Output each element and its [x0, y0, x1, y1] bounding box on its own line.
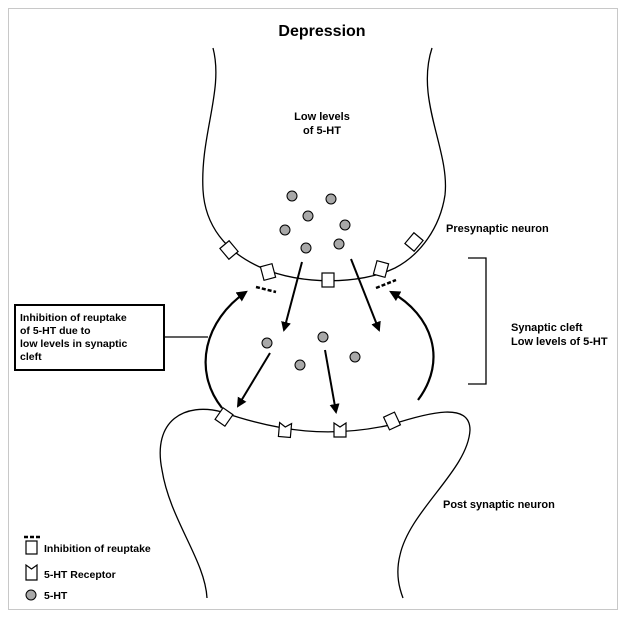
inhibition-dash-right	[375, 278, 397, 290]
presynaptic-transporter	[404, 231, 424, 253]
serotonin-dot	[294, 359, 306, 371]
reuptake-arrow-left	[204, 290, 248, 409]
synaptic-cleft-label-line2: Low levels of 5-HT	[511, 336, 608, 348]
synaptic-cleft-bracket	[468, 257, 487, 385]
serotonin-dot	[349, 351, 361, 363]
serotonin-dot	[333, 238, 345, 250]
postsynaptic-receptor	[214, 406, 234, 428]
inhibition-callout-line4: cleft	[20, 351, 42, 363]
legend-serotonin-label: 5-HT	[44, 590, 68, 602]
legend-inhibition-label: Inhibition of reuptake	[44, 543, 151, 555]
synaptic-cleft-label-line1: Synaptic cleft	[511, 322, 583, 334]
postsynaptic-receptor	[277, 421, 293, 439]
binding-arrow-left	[236, 352, 271, 408]
postsynaptic-receptor	[382, 411, 402, 431]
presynaptic-neuron-label: Presynaptic neuron	[446, 223, 549, 235]
serotonin-dot	[286, 190, 298, 202]
serotonin-dot	[261, 337, 273, 349]
release-arrow-left	[281, 261, 303, 332]
diagram-title: Depression	[278, 23, 365, 40]
presynaptic-transporter	[321, 272, 335, 288]
postsynaptic-neuron-label: Post synaptic neuron	[443, 499, 555, 511]
inhibition-dash-left	[255, 285, 277, 294]
serotonin-dot	[339, 219, 351, 231]
postsynaptic-receptor	[333, 421, 347, 438]
legend-receptor-icon	[25, 563, 38, 581]
inhibition-callout-line3: low levels in synaptic	[20, 338, 128, 350]
reuptake-arrow-right	[389, 290, 435, 401]
legend-transporter-icon	[25, 540, 38, 555]
release-arrow-right	[350, 258, 381, 332]
inhibition-callout-box	[14, 304, 165, 371]
serotonin-dot	[325, 193, 337, 205]
legend-receptor-label: 5-HT Receptor	[44, 569, 116, 581]
presynaptic-low-levels-line2: of 5-HT	[303, 125, 341, 137]
presynaptic-transporter	[259, 262, 277, 282]
presynaptic-serotonin-dots	[279, 190, 351, 254]
presynaptic-low-levels-line1: Low levels	[294, 111, 350, 123]
serotonin-dot	[302, 210, 314, 222]
serotonin-dot	[279, 224, 291, 236]
legend-serotonin-dot	[25, 589, 37, 601]
postsynaptic-membrane	[159, 408, 471, 599]
legend: Inhibition of reuptake 5-HT Receptor 5-H…	[24, 535, 151, 602]
presynaptic-transporter	[372, 259, 390, 279]
inhibition-callout-line1: Inhibition of reuptake	[20, 312, 127, 324]
binding-arrow-center	[324, 349, 340, 414]
serotonin-dot	[317, 331, 329, 343]
inhibition-callout-line2: of 5-HT due to	[20, 325, 91, 337]
serotonin-dot	[300, 242, 312, 254]
presynaptic-transporter	[219, 239, 239, 261]
cleft-serotonin-dots	[261, 331, 361, 371]
